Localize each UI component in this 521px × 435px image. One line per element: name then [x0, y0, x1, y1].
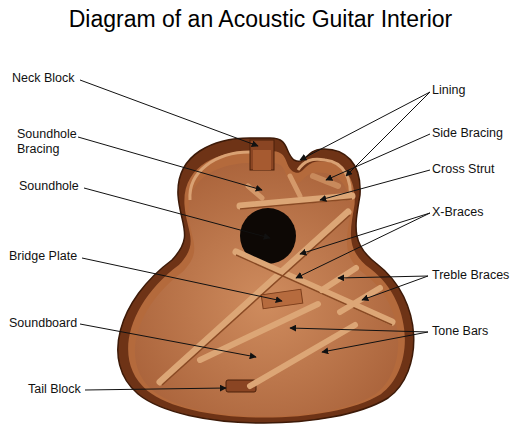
treble-brace	[322, 268, 356, 290]
guitar-rim	[118, 138, 414, 423]
part-label: X-Braces	[432, 205, 483, 220]
cross-strut-edge	[240, 199, 352, 209]
leader-line	[300, 92, 430, 160]
x-brace	[236, 252, 392, 322]
diagram-title: Diagram of an Acoustic Guitar Interior	[0, 6, 521, 33]
soundboard-surface	[135, 163, 398, 417]
x-brace-edge	[162, 215, 350, 385]
x-brace-edge	[236, 255, 392, 325]
leader-line	[85, 388, 226, 390]
part-label: Lining	[432, 83, 465, 98]
neck-block-face	[253, 150, 271, 170]
part-label: Tone Bars	[432, 324, 488, 339]
leader-line	[362, 276, 428, 300]
leader-line	[346, 92, 430, 176]
part-label: Soundboard	[9, 316, 77, 331]
leader-line	[300, 213, 430, 254]
tone-bar	[200, 304, 318, 360]
leader-line	[80, 80, 258, 146]
leader-line	[290, 328, 428, 332]
lining-strip	[190, 152, 250, 200]
part-label: Bridge Plate	[9, 249, 77, 264]
part-label: Treble Braces	[432, 268, 509, 283]
leader-line	[80, 324, 256, 357]
leader-lines	[78, 80, 430, 390]
leader-line	[322, 332, 428, 352]
tone-bar	[250, 325, 355, 386]
bridge-plate	[261, 289, 303, 308]
part-label: Side Bracing	[432, 126, 503, 141]
leader-line	[320, 170, 430, 200]
part-label: Soundhole Bracing	[17, 127, 83, 157]
leader-line	[84, 188, 270, 238]
leader-line	[326, 134, 430, 180]
part-label: Soundhole	[19, 179, 79, 194]
leader-line	[338, 276, 428, 278]
soundhole-brace	[290, 176, 300, 196]
part-label: Neck Block	[12, 71, 75, 86]
leader-line	[296, 213, 430, 278]
side-brace	[313, 176, 338, 186]
leader-line	[82, 258, 282, 301]
treble-brace	[340, 288, 380, 312]
leader-line	[78, 137, 262, 190]
part-label: Cross Strut	[432, 162, 495, 177]
part-label: Tail Block	[28, 382, 81, 397]
guitar-sides	[128, 151, 405, 417]
